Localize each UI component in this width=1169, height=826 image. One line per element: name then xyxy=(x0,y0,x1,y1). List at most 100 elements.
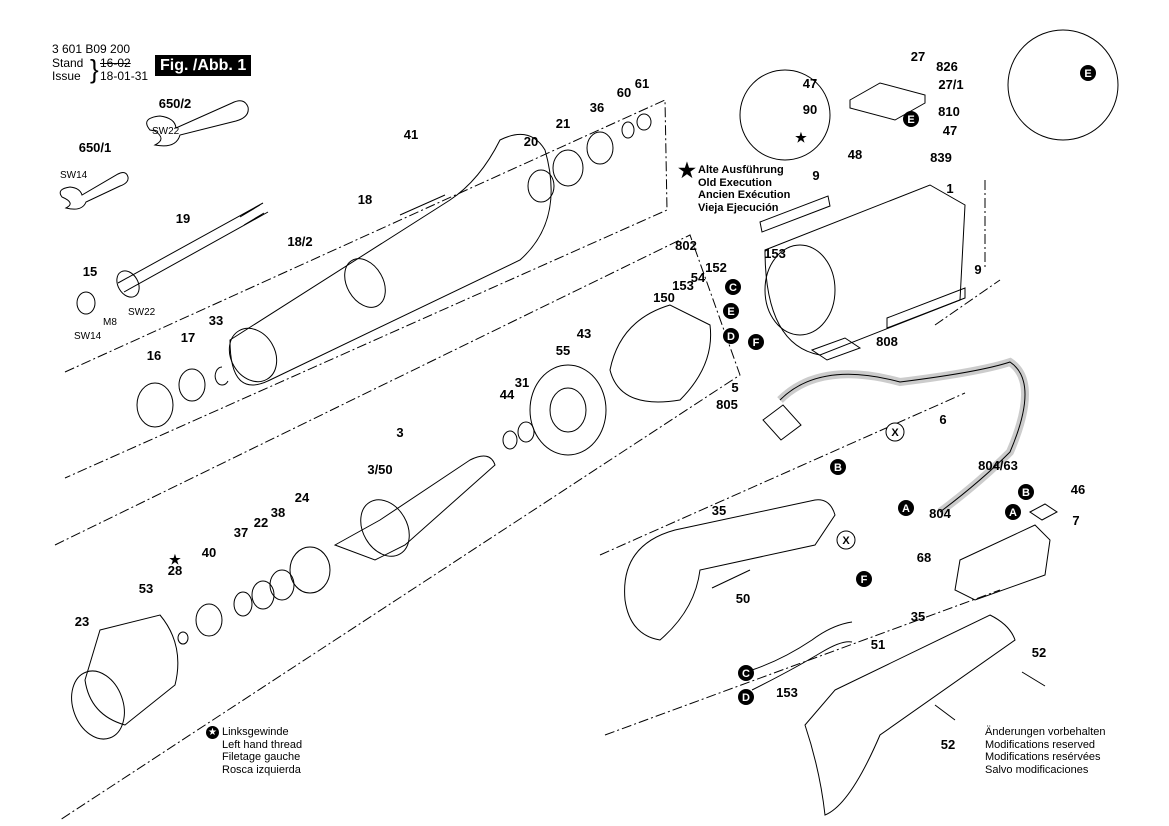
size-label-sw22: SW22 xyxy=(152,126,180,137)
detail-circle-old-execution xyxy=(739,69,831,161)
part-label-5: 5 xyxy=(731,380,738,395)
stator-802 xyxy=(609,304,712,403)
old-execution-note: Alte Ausführung Old Execution Ancien Exé… xyxy=(698,164,790,214)
detail-circle-e xyxy=(1007,29,1119,141)
part-label-826: 826 xyxy=(936,59,958,74)
part-label-153: 153 xyxy=(764,246,786,261)
part-label-37: 37 xyxy=(234,525,248,540)
assembly-boundary xyxy=(64,99,668,479)
marker-letter: A xyxy=(1009,507,1017,519)
collet-15 xyxy=(76,291,96,315)
marker-circle xyxy=(898,500,914,516)
part-label-810: 810 xyxy=(938,104,960,119)
marker-circle xyxy=(738,665,754,681)
marker-circle xyxy=(1080,65,1096,81)
part-label-20: 20 xyxy=(524,134,538,149)
part-label-31: 31 xyxy=(515,375,529,390)
marker-circle xyxy=(723,303,739,319)
reference-marker-x: X xyxy=(885,422,905,442)
part-label-808: 808 xyxy=(876,334,898,349)
ring-37 xyxy=(233,591,253,617)
cover-826 xyxy=(849,82,926,121)
housing-18 xyxy=(229,133,552,386)
note-line: Modifications reserved xyxy=(985,738,1096,751)
screw-52-upper xyxy=(1021,671,1046,687)
part-labels: 650/2650/11915411818/2202136606133171643… xyxy=(60,49,1085,752)
marker-letter: D xyxy=(742,692,750,704)
part-label-47: 47 xyxy=(943,123,957,138)
part-label-804: 804 xyxy=(929,506,951,521)
part-label-33: 33 xyxy=(209,313,223,328)
part-label-150: 150 xyxy=(653,290,675,305)
connector-marker-b: B xyxy=(830,459,846,475)
part-label-18-2: 18/2 xyxy=(287,234,312,249)
marker-circle xyxy=(1018,484,1034,500)
size-label-sw22: SW22 xyxy=(128,307,156,318)
size-label-m8: M8 xyxy=(103,317,117,328)
connector-marker-e: E xyxy=(903,111,919,127)
bearing-17 xyxy=(178,368,206,402)
fan-baffle-inner xyxy=(549,387,587,433)
armature-3 xyxy=(333,455,496,561)
connector-marker-b: B xyxy=(1018,484,1034,500)
nut-16 xyxy=(136,382,174,428)
nut-61 xyxy=(636,113,652,131)
part-label-41: 41 xyxy=(404,127,418,142)
part-label-802: 802 xyxy=(675,238,697,253)
brace-icon: } xyxy=(90,54,99,84)
marker-circle xyxy=(885,422,905,442)
marker-circle xyxy=(1005,504,1021,520)
part-label-36: 36 xyxy=(590,100,604,115)
left-hand-thread-star-icon: ★ xyxy=(206,726,219,739)
switch-804 xyxy=(954,524,1051,601)
part-label-27: 27 xyxy=(911,49,925,64)
left-hand-thread-note: Linksgewinde Left hand thread Filetage g… xyxy=(222,726,302,776)
wrench-650-2 xyxy=(146,100,249,147)
size-label-sw14: SW14 xyxy=(60,170,88,181)
note-line: Old Execution xyxy=(698,176,772,189)
o-ring-23 xyxy=(71,670,125,740)
plug xyxy=(762,404,802,441)
marker-circle xyxy=(903,111,919,127)
note-line: Filetage gauche xyxy=(222,751,301,763)
part-label-53: 53 xyxy=(139,581,153,596)
issue-label: Issue xyxy=(52,69,81,83)
connector-marker-e: E xyxy=(1080,65,1096,81)
drawing-layer xyxy=(54,29,1119,821)
part-label-6: 6 xyxy=(939,412,946,427)
marker-circle xyxy=(738,689,754,705)
part-label-51: 51 xyxy=(871,637,885,652)
ring-31 xyxy=(517,421,535,443)
part-label-24: 24 xyxy=(295,490,310,505)
part-label-9: 9 xyxy=(812,168,819,183)
washer-60 xyxy=(621,121,635,139)
part-label-22: 22 xyxy=(254,515,268,530)
part-label-153: 153 xyxy=(672,278,694,293)
part-number: 3 601 B09 200 xyxy=(52,42,131,56)
marker-letter: C xyxy=(729,282,737,294)
part-label-804-63: 804/63 xyxy=(978,458,1018,473)
part-label-48: 48 xyxy=(848,147,862,162)
circlip-33 xyxy=(214,366,229,386)
modifications-note: Änderungen vorbehalten Modifications res… xyxy=(985,726,1105,776)
note-line: Left hand thread xyxy=(222,738,303,751)
fan-baffle-55 xyxy=(529,364,607,456)
bearing-20 xyxy=(527,169,555,203)
armature-fan xyxy=(360,499,410,557)
spindle-nut xyxy=(116,270,140,298)
marker-circle xyxy=(748,334,764,350)
part-label-35: 35 xyxy=(712,503,726,518)
marker-letter: F xyxy=(753,337,760,349)
part-label-16: 16 xyxy=(147,348,161,363)
part-label-46: 46 xyxy=(1071,482,1085,497)
housing-neck xyxy=(344,258,386,308)
part-label-35: 35 xyxy=(911,609,925,624)
marker-circle xyxy=(856,571,872,587)
marker-circle xyxy=(725,279,741,295)
part-label-3-50: 3/50 xyxy=(367,462,392,477)
part-label-38: 38 xyxy=(271,505,285,520)
part-label-28: 28 xyxy=(168,563,182,578)
marker-circle xyxy=(830,459,846,475)
